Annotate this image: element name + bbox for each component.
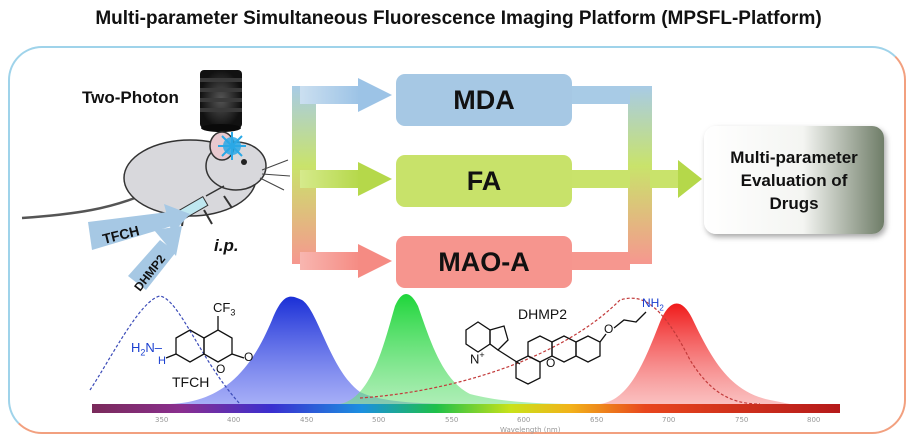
evaluation-line-2: Evaluation of [740,170,848,190]
spectrum-ticks: 350 400 450 500 550 600 650 700 750 800 … [155,416,820,434]
dhmp2-structure [465,311,647,385]
tick-600: 600 [517,416,530,424]
tick-800: 800 [807,416,820,424]
dhmp2-nh2: NH2 [642,296,664,313]
mouse-icon [21,131,291,231]
mao-a-label: MAO-A [438,246,530,277]
mao-a-out-connector [570,252,630,270]
mda-box [396,74,572,126]
laser-burst-icon [218,132,246,160]
tick-500: 500 [372,416,385,424]
arrow-to-fa [300,162,392,196]
dhmp2-name: DHMP2 [518,306,568,322]
dhmp2-arrow [128,226,182,290]
camera-lens-icon [200,70,242,132]
mda-out-connector [570,86,630,104]
tick-700: 700 [662,416,675,424]
tfch-nh: H [158,355,166,367]
tfch-structure [165,316,245,363]
tfch-absorption-curve [89,295,241,405]
tick-400: 400 [227,416,240,424]
dhmp2-ring-o: O [546,356,556,370]
tfch-cf3: CF3 [213,300,236,318]
tick-550: 550 [445,416,458,424]
dhmp2-ether-o: O [604,322,614,336]
tick-750: 750 [735,416,748,424]
fa-out-connector [570,170,630,188]
tfch-hydrazine: H2N– [131,340,163,358]
page-title: Multi-parameter Simultaneous Fluorescenc… [95,8,822,29]
evaluation-line-1: Multi-parameter [730,147,858,167]
green-emission-peak [340,294,580,404]
dhmp2-absorption-curve [359,297,761,405]
arrow-to-mda [300,78,392,112]
blue-emission-peak [170,296,460,404]
spectrum-bar [92,404,840,413]
evaluation-box: Multi-parameter Evaluation of Drugs [704,126,884,234]
right-connector [628,86,652,264]
dhmp2-nplus: N+ [470,350,485,367]
tick-650: 650 [590,416,603,424]
tick-350: 350 [155,416,168,424]
platform-frame [8,46,906,434]
tfch-name: TFCH [172,374,210,390]
arrow-to-evaluation [650,160,702,198]
arrow-to-mao-a [300,244,392,278]
evaluation-line-3: Drugs [769,193,819,213]
red-emission-peak [600,303,790,404]
mda-label: MDA [453,84,515,115]
tfch-ring-o: O [216,362,226,376]
tfch-carbonyl-o: O [244,350,254,364]
mao-a-box [396,236,572,288]
spectrum-axis-label: Wavelength (nm) [500,426,561,434]
tfch-arrow [88,204,190,250]
tick-450: 450 [300,416,313,424]
fa-box [396,155,572,207]
two-photon-label: Two-Photon [82,88,179,107]
route-label: i.p. [214,236,239,255]
fa-label: FA [466,165,502,196]
